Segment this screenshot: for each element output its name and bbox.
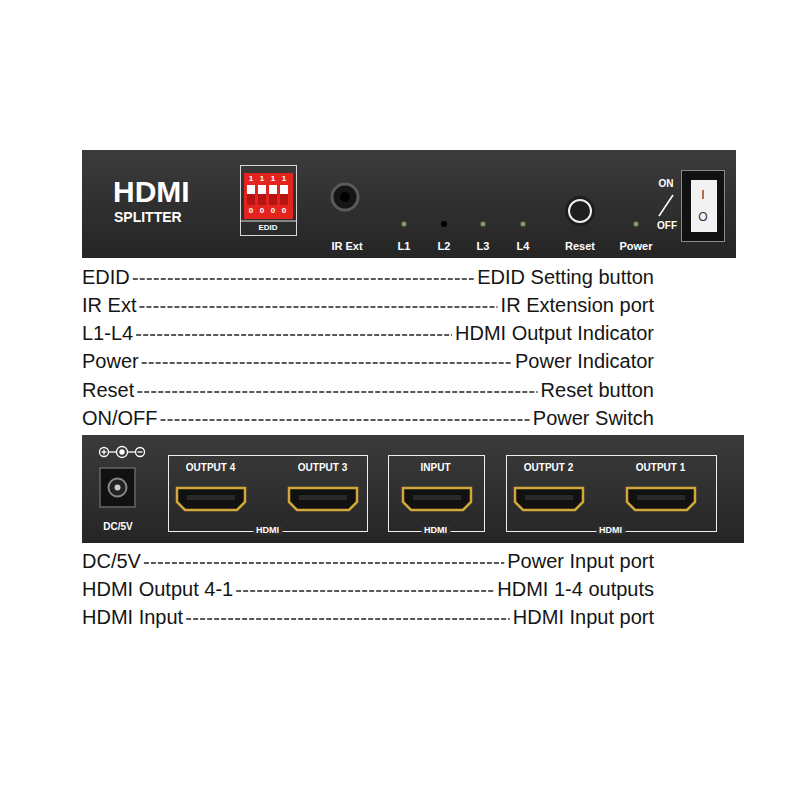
part-name: HDMI Output 4-1 bbox=[82, 578, 233, 600]
part-description: Reset button bbox=[541, 379, 654, 401]
panel-label: Reset bbox=[565, 241, 595, 252]
dashed-leader bbox=[136, 334, 452, 335]
output-group-box: OUTPUT 2 OUTPUT 1 HDMI bbox=[506, 455, 717, 532]
rocker bbox=[691, 180, 717, 232]
dc-jack bbox=[100, 468, 135, 507]
panel-label: I bbox=[701, 189, 704, 201]
panel-label: ON bbox=[659, 179, 674, 189]
part-description: EDID Setting button bbox=[477, 266, 654, 288]
dip-slots bbox=[247, 185, 288, 205]
part-description: Power Indicator bbox=[515, 350, 654, 372]
back-panel: DC/5VOUTPUT 4OUTPUT 3HDMIINPUTHDMIOUTPUT… bbox=[82, 435, 744, 543]
panel-label: Power bbox=[619, 241, 652, 252]
panel-label: IR Ext bbox=[331, 241, 362, 252]
led bbox=[634, 222, 639, 227]
panel-label: L4 bbox=[517, 241, 530, 252]
part-description: HDMI Output Indicator bbox=[455, 322, 654, 344]
panel-label: 1 bbox=[282, 175, 286, 183]
panel-label: OUTPUT 1 bbox=[636, 463, 685, 473]
panel-label: 0 bbox=[260, 207, 264, 215]
dashed-leader bbox=[137, 391, 537, 392]
part-description: Power Switch bbox=[533, 407, 654, 429]
back-panel-illustration bbox=[82, 435, 744, 543]
part-name: IR Ext bbox=[82, 294, 136, 316]
panel-label: HDMI bbox=[253, 526, 282, 535]
reset-ring bbox=[569, 200, 591, 222]
panel-label: L1 bbox=[398, 241, 411, 252]
part-name: Reset bbox=[82, 379, 134, 401]
part-name: L1-L4 bbox=[82, 322, 133, 344]
part-description: HDMI 1-4 outputs bbox=[497, 578, 654, 600]
dashed-leader bbox=[142, 362, 512, 363]
panel-label: O bbox=[698, 211, 707, 223]
dashed-leader bbox=[161, 419, 530, 420]
panel-label: EDID bbox=[258, 224, 277, 232]
panel-label: DC/5V bbox=[103, 522, 132, 532]
part-name: ON/OFF bbox=[82, 407, 158, 429]
hdmi-port bbox=[515, 488, 583, 510]
led bbox=[402, 222, 407, 227]
part-description: IR Extension port bbox=[501, 294, 654, 316]
panel-label: OUTPUT 4 bbox=[186, 463, 235, 473]
panel-label: L3 bbox=[477, 241, 490, 252]
ir-jack-hole bbox=[340, 192, 350, 202]
edid-dip-switch: 11110000EDID bbox=[240, 165, 297, 236]
power-rocker-switch: IO bbox=[681, 170, 725, 242]
part-description: HDMI Input port bbox=[513, 606, 654, 628]
hdmi-port bbox=[289, 488, 357, 510]
panel-label: HDMI bbox=[596, 526, 625, 535]
panel-label: 1 bbox=[271, 175, 275, 183]
panel-label: 0 bbox=[271, 207, 275, 215]
dashed-leader bbox=[144, 562, 504, 563]
led bbox=[481, 222, 486, 227]
input-group-box: INPUT HDMI bbox=[388, 455, 485, 532]
hdmi-port bbox=[403, 488, 471, 510]
reset-button bbox=[565, 196, 595, 226]
panel-label: OUTPUT 2 bbox=[524, 463, 573, 473]
hdmi-port bbox=[627, 488, 695, 510]
part-name: HDMI Input bbox=[82, 606, 183, 628]
panel-label: SPLITTER bbox=[114, 210, 182, 224]
panel-label: L2 bbox=[438, 241, 451, 252]
polarity-symbol bbox=[100, 447, 145, 458]
panel-label: 0 bbox=[282, 207, 286, 215]
dc-jack-pin bbox=[115, 485, 121, 491]
panel-label: 1 bbox=[260, 175, 264, 183]
led bbox=[521, 222, 526, 227]
part-description: Power Input port bbox=[507, 550, 654, 572]
led bbox=[441, 221, 447, 227]
dashed-leader bbox=[186, 618, 510, 619]
dashed-leader bbox=[139, 306, 497, 307]
panel-label: OFF bbox=[657, 221, 677, 231]
part-name: DC/5V bbox=[82, 550, 141, 572]
dip-switch-block bbox=[244, 173, 293, 219]
part-name: EDID bbox=[82, 266, 130, 288]
dc-jack-hole bbox=[109, 479, 127, 497]
on-off-slash bbox=[659, 195, 673, 216]
panel-label: OUTPUT 3 bbox=[298, 463, 347, 473]
panel-label: 1 bbox=[249, 175, 253, 183]
front-panel: HDMI SPLITTER IR Ext L1 L2 L3 L4 Reset Power ON OF… bbox=[82, 150, 736, 258]
dashed-leader bbox=[133, 278, 474, 279]
dip-divider bbox=[240, 221, 297, 222]
panel-label: HDMI bbox=[421, 526, 450, 535]
panel-label: INPUT bbox=[421, 463, 451, 473]
panel-label: 0 bbox=[249, 207, 253, 215]
panel-label: HDMI bbox=[113, 177, 190, 207]
dashed-leader bbox=[236, 590, 494, 591]
ir-jack bbox=[332, 184, 358, 210]
part-name: Power bbox=[82, 350, 139, 372]
output-group-box: OUTPUT 4 OUTPUT 3 HDMI bbox=[168, 455, 368, 532]
hdmi-port bbox=[177, 488, 245, 510]
dip-knobs bbox=[247, 185, 288, 194]
rocker-housing bbox=[681, 170, 725, 242]
